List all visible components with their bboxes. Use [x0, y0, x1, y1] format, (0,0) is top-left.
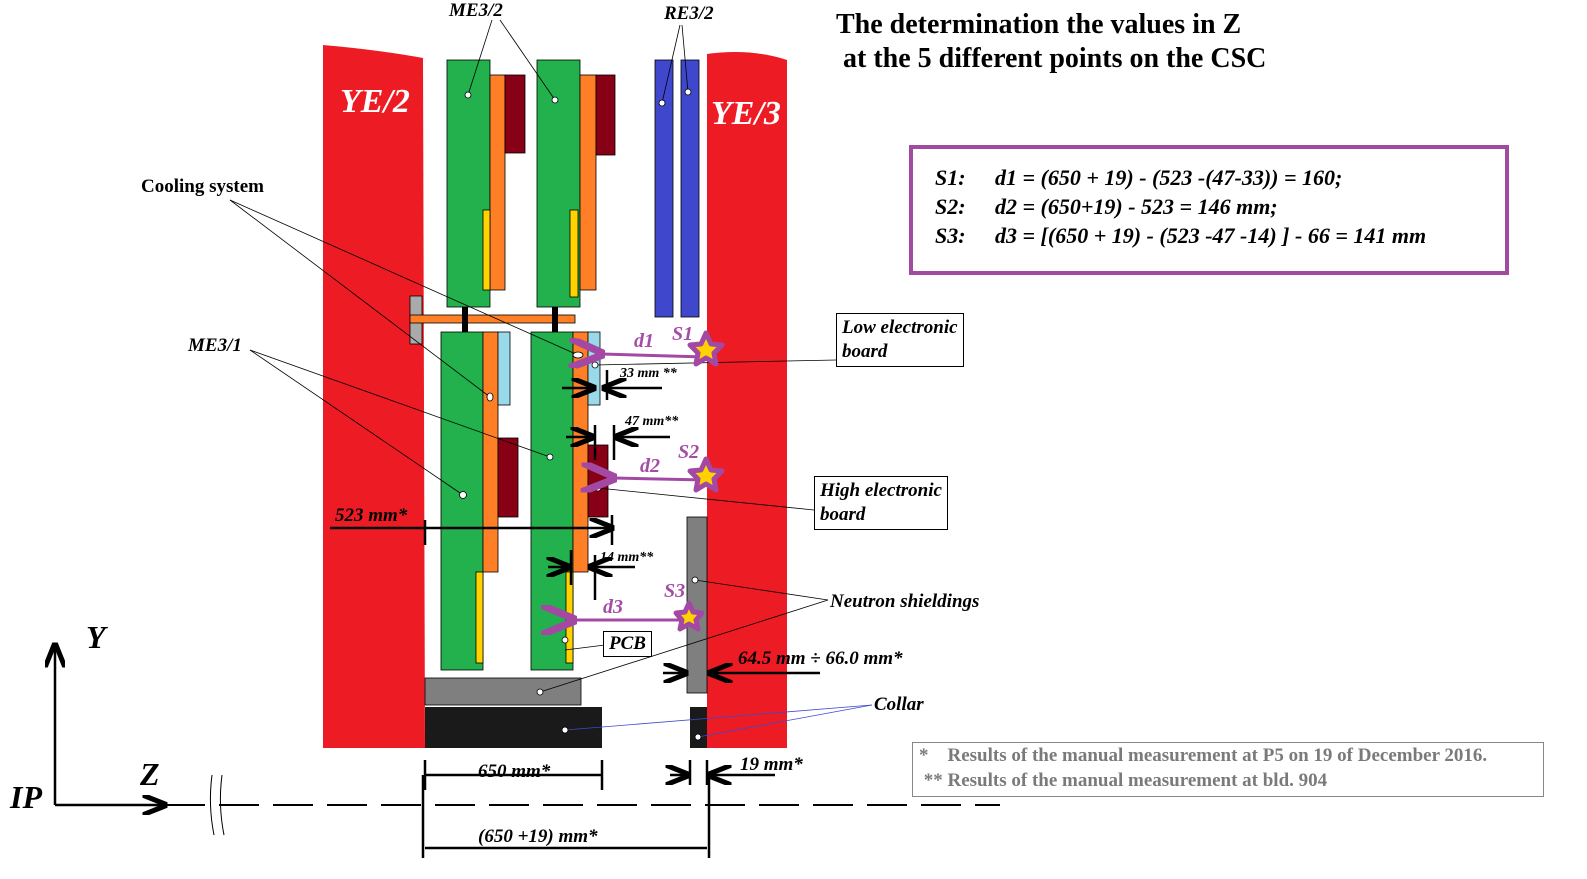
- formula-box: S1:d1 = (650 + 19) - (523 -(47-33)) = 16…: [909, 145, 1509, 275]
- s1-label: S1: [672, 323, 693, 345]
- ye3-yoke: [707, 52, 787, 748]
- s1-star-icon: [687, 330, 725, 367]
- dim-19mm: 19 mm*: [740, 754, 803, 775]
- re32-label: RE3/2: [663, 3, 714, 24]
- dim-650mm: 650 mm*: [478, 761, 551, 782]
- ye3-label: YE/3: [711, 95, 781, 132]
- neutron-label: Neutron shieldings: [829, 591, 979, 612]
- dim-14mm: 14 mm**: [600, 550, 654, 565]
- ip-label: IP: [9, 779, 42, 815]
- s3-star-icon: [673, 600, 705, 632]
- re32-chamber-1: [654, 59, 674, 318]
- s2-star-icon: [687, 456, 725, 493]
- neutron-shielding-horizontal: [424, 677, 582, 706]
- low-electronic-board-label: Low electronic board: [836, 313, 964, 367]
- footnotes: * Results of the manual measurement at P…: [912, 742, 1544, 797]
- z-axis-label: Z: [139, 756, 160, 792]
- d-arrows: [574, 354, 706, 620]
- collar-label: Collar: [874, 694, 924, 715]
- y-axis-label: Y: [86, 619, 108, 655]
- s2-label: S2: [678, 441, 699, 463]
- s3-label: S3: [664, 580, 685, 602]
- collar-left: [425, 707, 602, 748]
- formula-s2: S2:d2 = (650+19) - 523 = 146 mm;: [935, 194, 1278, 219]
- d1-label: d1: [634, 330, 654, 352]
- dim-523mm: 523 mm*: [335, 505, 408, 526]
- pcb-label: PCB: [603, 631, 652, 657]
- me32-chamber-2: [536, 59, 616, 308]
- formula-s3: S3:d3 = [(650 + 19) - (523 -47 -14) ] - …: [935, 223, 1427, 248]
- d3-label: d3: [603, 596, 623, 618]
- d2-label: d2: [640, 455, 660, 477]
- me32-label: ME3/2: [448, 0, 503, 21]
- me31-label: ME3/1: [187, 335, 242, 356]
- ye2-yoke: [323, 45, 425, 748]
- dim-33mm: 33 mm **: [619, 366, 678, 381]
- dim-66mm: 64.5 mm ÷ 66.0 mm*: [738, 648, 903, 669]
- page-title: The determination the values in Z at the…: [836, 9, 1267, 74]
- axes: [55, 645, 1000, 836]
- ye2-label: YE/2: [340, 83, 410, 120]
- cooling-label: Cooling system: [141, 176, 264, 197]
- me32-chamber-1: [446, 59, 526, 308]
- collar-right: [690, 707, 707, 748]
- re32-chamber-2: [680, 59, 700, 318]
- me31-chamber-1: [440, 331, 519, 671]
- formula-s1: S1:d1 = (650 + 19) - (523 -(47-33)) = 16…: [935, 165, 1343, 190]
- dim-669mm: (650 +19) mm*: [478, 826, 598, 847]
- dim-47mm: 47 mm**: [624, 414, 679, 429]
- high-electronic-board-label: High electronic board: [814, 476, 948, 530]
- cooling-bar: [409, 314, 576, 324]
